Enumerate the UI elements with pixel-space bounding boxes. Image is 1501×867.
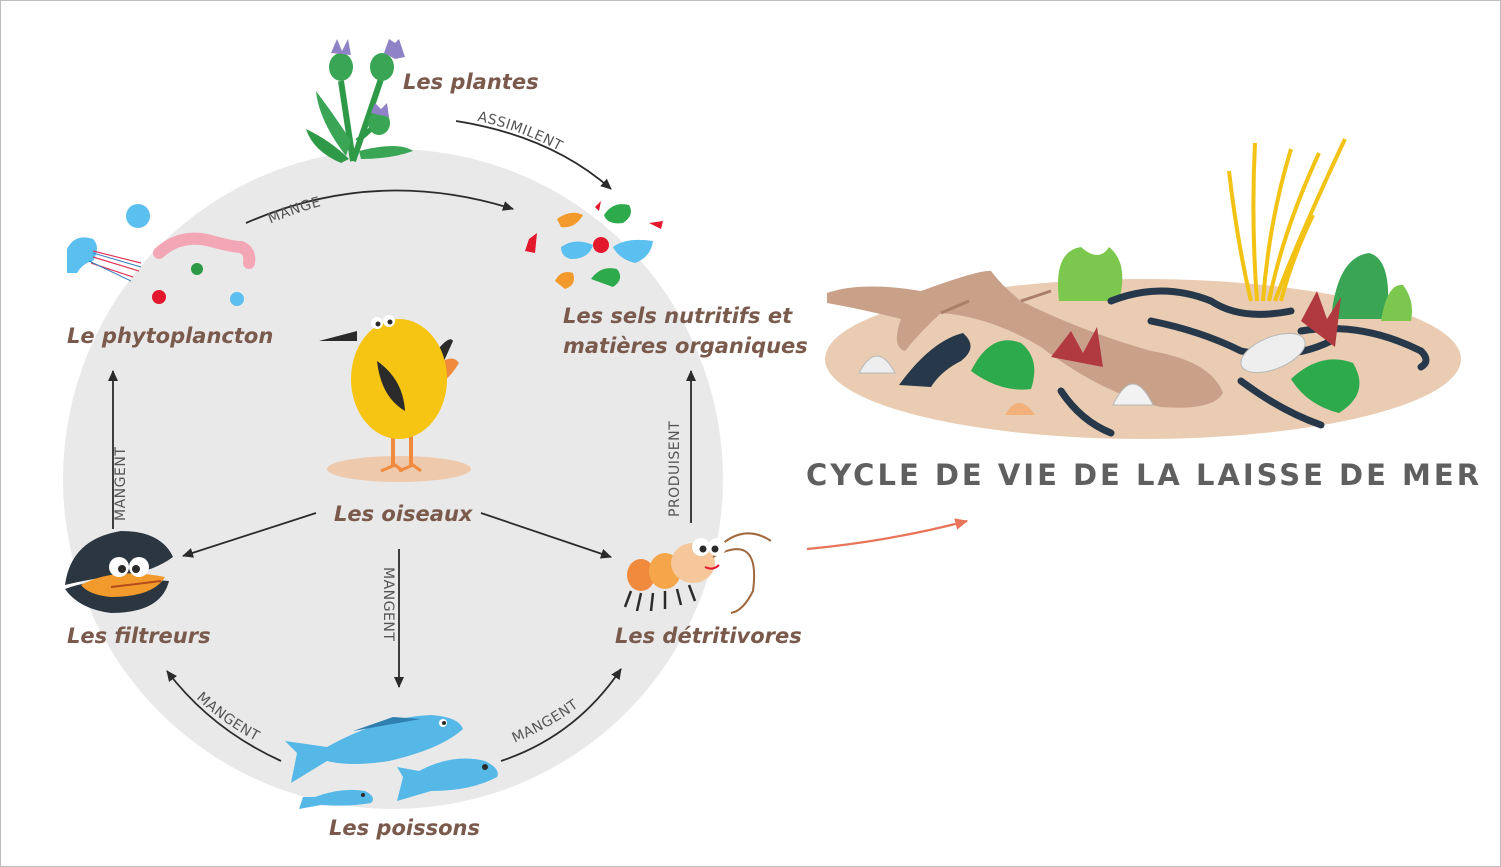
arrow-fish-to-detritivores	[500, 668, 622, 762]
bird-icon	[319, 315, 471, 482]
arrow-fish-to-filtreurs	[166, 670, 282, 762]
label-oiseaux: Les oiseaux	[334, 502, 474, 526]
arrow-plankton-to-nutrients	[245, 189, 514, 224]
label-sels-line1: Les sels nutritifs et	[563, 304, 793, 328]
seawrack-icon	[825, 138, 1461, 439]
arrow-bird-to-filtreurs	[182, 512, 317, 558]
arrow-label-mangent-center: MANGENT	[380, 567, 396, 641]
page-title: CYCLE DE VIE DE LA LAISSE DE MER	[806, 458, 1482, 492]
fish-icon	[285, 715, 498, 809]
plant-icon	[306, 39, 413, 163]
arrow-label-produisent: PRODUISENT	[667, 421, 683, 517]
arrow-to-seawrack	[806, 518, 969, 551]
label-filtreurs: Les filtreurs	[67, 624, 211, 648]
label-plantes: Les plantes	[403, 70, 539, 94]
nutrients-icon	[525, 201, 663, 289]
label-phytoplancton: Le phytoplancton	[67, 324, 273, 348]
arrow-bird-to-detritivores	[480, 512, 612, 559]
arrow-label-mangent-left: MANGENT	[113, 447, 129, 521]
label-poissons: Les poissons	[329, 816, 480, 840]
shrimp-icon	[623, 532, 772, 614]
arrow-plants-to-nutrients	[455, 120, 612, 190]
arrow-label-assimilent: ASSIMILENT	[476, 109, 565, 155]
label-detritivores: Les détritivores	[615, 624, 802, 648]
mussel-icon	[65, 531, 173, 613]
cycle-arrows	[108, 120, 696, 762]
plankton-icon	[67, 204, 256, 306]
label-sels-line2: matières organiques	[563, 334, 808, 358]
